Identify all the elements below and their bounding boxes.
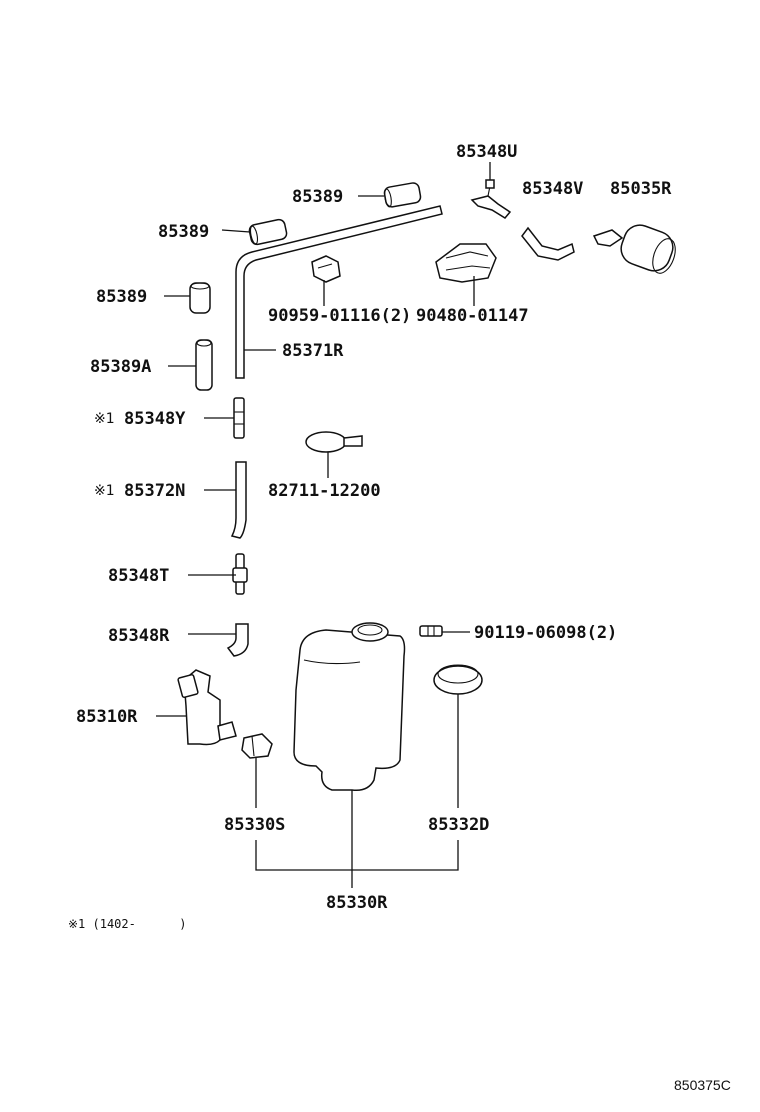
note-mark-85348Y: ※1 — [94, 411, 115, 427]
part-90959-01116 — [311, 255, 341, 283]
part-85348T — [232, 553, 248, 595]
part-85330S — [241, 733, 273, 759]
part-washer-tank — [293, 622, 406, 792]
label-85332D: 85332D — [428, 815, 489, 835]
part-85389A — [195, 339, 213, 391]
label-90119-06098: 90119-06098(2) — [474, 623, 617, 643]
label-82711-12200: 82711-12200 — [268, 481, 381, 501]
label-85348R: 85348R — [108, 626, 170, 646]
part-85348V — [521, 226, 575, 261]
part-82711-12200 — [305, 431, 363, 453]
note-mark-85372N: ※1 — [94, 483, 115, 499]
label-85371R: 85371R — [282, 341, 344, 361]
part-85372N — [230, 461, 247, 539]
label-85348V: 85348V — [522, 179, 583, 199]
part-85348R — [226, 623, 249, 657]
label-85348U: 85348U — [456, 142, 517, 162]
label-85389-mid: 85389 — [96, 287, 147, 307]
label-85330S: 85330S — [224, 815, 285, 835]
label-85330R: 85330R — [326, 893, 388, 913]
label-85310R: 85310R — [76, 707, 138, 727]
label-85389-top: 85389 — [292, 187, 343, 207]
part-85348U — [470, 179, 512, 219]
label-90480-01147: 90480-01147 — [416, 306, 529, 326]
part-85371R — [235, 205, 443, 379]
part-85332D — [433, 664, 483, 695]
label-85389-left: 85389 — [158, 222, 209, 242]
part-85035R — [592, 224, 676, 274]
part-85389-mid — [189, 282, 211, 314]
label-85035R: 85035R — [610, 179, 672, 199]
part-90480-01147 — [435, 243, 497, 283]
label-90959-01116: 90959-01116(2) — [268, 306, 411, 326]
diagram-code: 850375C — [674, 1077, 731, 1093]
part-85310R — [177, 669, 237, 746]
footnote: ※1 (1402- ) — [68, 917, 186, 931]
label-85389A: 85389A — [90, 357, 151, 377]
part-90119-06098 — [419, 625, 443, 637]
leader-lines — [156, 162, 491, 888]
part-85389-left — [248, 218, 288, 246]
part-85389-top — [383, 182, 422, 208]
label-85348Y: 85348Y — [124, 409, 186, 429]
label-85372N: 85372N — [124, 481, 185, 501]
part-85348Y — [233, 397, 245, 439]
label-85348T: 85348T — [108, 566, 169, 586]
